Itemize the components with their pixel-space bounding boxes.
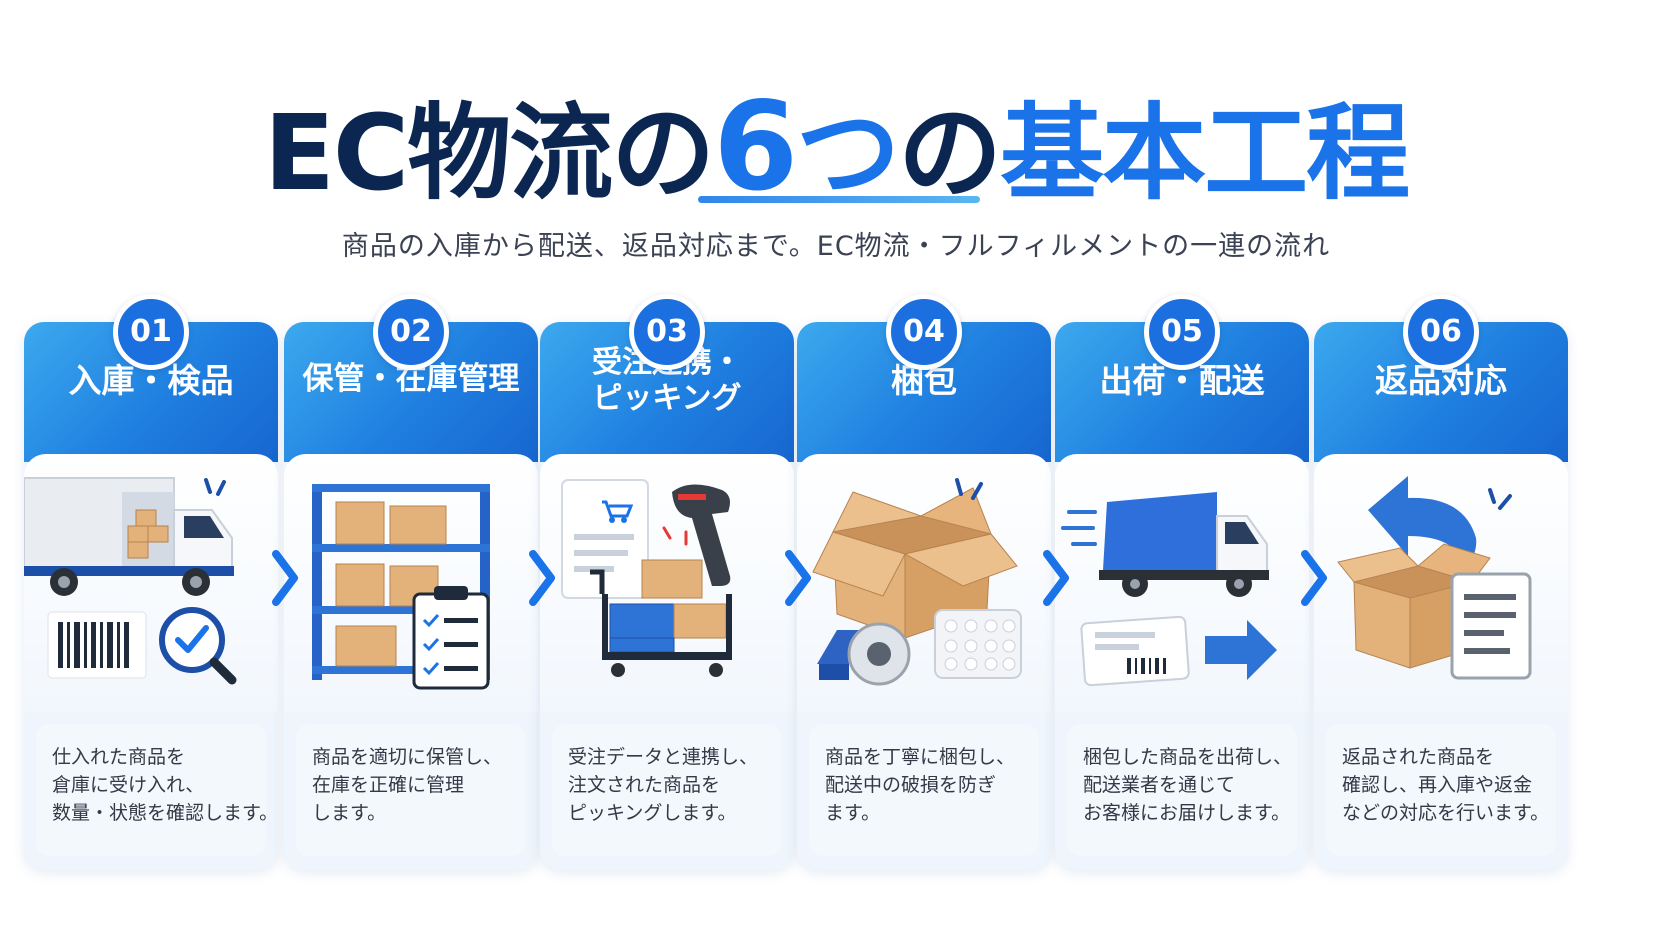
title-underline	[698, 196, 980, 203]
desc-line: 数量・状態を確認します。	[52, 802, 278, 824]
magnifier-check-icon	[159, 607, 237, 685]
desc-line: ます。	[825, 802, 881, 824]
step-card-5: 出荷・配送	[1055, 322, 1309, 870]
step-description-5: 梱包した商品を出荷し、 配送業者を通じて お客様にお届けします。	[1067, 724, 1297, 856]
desc-line: 商品を適切に保管し、	[312, 746, 503, 768]
chevron-right-icon	[272, 550, 298, 606]
page-title: EC物流の6つの基本工程	[0, 86, 1672, 208]
desc-line: 確認し、再入庫や返金	[1342, 774, 1533, 796]
title-part4: 基本工程	[1000, 92, 1410, 214]
barcode-icon	[47, 611, 147, 679]
bubble-wrap-icon	[934, 609, 1022, 679]
picking-cart-icon	[590, 559, 732, 677]
clipboard-checklist-icon	[412, 586, 490, 690]
step-illustration-3	[540, 454, 794, 712]
open-box-icon	[812, 478, 1018, 639]
desc-line: 商品を丁寧に梱包し、	[825, 746, 1016, 768]
title-part2: つ	[796, 92, 900, 214]
step-number-badge-4: 04	[886, 294, 962, 370]
desc-line: などの対応を行います。	[1342, 802, 1550, 824]
step-number-badge-5: 05	[1144, 294, 1220, 370]
blue-truck-icon	[1061, 492, 1269, 597]
step-description-6: 返品された商品を 確認し、再入庫や返金 などの対応を行います。	[1326, 724, 1556, 856]
step-card-2: 保管・在庫管理	[284, 322, 538, 870]
return-arrow-icon	[1368, 476, 1512, 570]
step-description-1: 仕入れた商品を 倉庫に受け入れ、 数量・状態を確認します。	[36, 724, 278, 856]
title-part3: の	[898, 92, 1002, 214]
step-header-4: 梱包	[797, 322, 1051, 462]
order-document-icon	[561, 479, 649, 599]
title-number: 6	[713, 76, 798, 218]
step-card-1: 入庫・検品	[24, 322, 278, 870]
desc-line: 配送中の破損を防ぎ	[825, 774, 997, 796]
step-number-badge-6: 06	[1403, 294, 1479, 370]
step-illustration-6	[1314, 454, 1568, 712]
barcode-scanner-icon	[662, 484, 731, 586]
step-illustration-1	[24, 454, 278, 712]
step-illustration-2	[284, 454, 538, 712]
step-card-3: 受注連携・ ピッキング	[540, 322, 794, 870]
desc-line: 梱包した商品を出荷し、	[1083, 746, 1293, 768]
desc-line: お客様にお届けします。	[1083, 802, 1291, 824]
step-illustration-4	[797, 454, 1051, 712]
step-illustration-5	[1055, 454, 1309, 712]
page-subtitle: 商品の入庫から配送、返品対応まで。EC物流・フルフィルメントの一連の流れ	[341, 231, 1331, 262]
desc-line: 仕入れた商品を	[52, 746, 186, 768]
step-card-4: 梱包	[797, 322, 1051, 870]
tape-dispenser-icon	[817, 622, 911, 686]
desc-line: します。	[312, 802, 387, 824]
step-description-3: 受注データと連携し、 注文された商品を ピッキングします。	[552, 724, 782, 856]
step-number-badge-1: 01	[113, 294, 189, 370]
desc-line: 注文された商品を	[568, 774, 721, 796]
step-number-badge-3: 03	[629, 294, 705, 370]
title-part1: EC物流の	[263, 92, 715, 214]
chevron-right-icon	[785, 550, 811, 606]
step-card-6: 返品対応 返品された商品を	[1314, 322, 1568, 870]
step-number-badge-2: 02	[373, 294, 449, 370]
step-description-4: 商品を丁寧に梱包し、 配送中の破損を防ぎ ます。	[809, 724, 1039, 856]
document-icon	[1450, 572, 1532, 680]
step-label-3b: ピッキング	[592, 381, 742, 416]
step-description-2: 商品を適切に保管し、 在庫を正確に管理 します。	[296, 724, 526, 856]
chevron-right-icon	[529, 550, 555, 606]
shipping-label-icon	[1080, 615, 1190, 687]
desc-line: 配送業者を通じて	[1083, 774, 1236, 796]
delivery-truck-icon	[24, 477, 234, 596]
desc-line: 受注データと連携し、	[568, 746, 759, 768]
chevron-right-icon	[1301, 550, 1327, 606]
desc-line: 倉庫に受け入れ、	[52, 774, 205, 796]
desc-line: 返品された商品を	[1342, 746, 1495, 768]
warehouse-shelf-icon	[312, 484, 490, 680]
step-header-3: 受注連携・ ピッキング	[540, 322, 794, 462]
arrow-right-icon	[1205, 620, 1277, 680]
desc-line: ピッキングします。	[568, 802, 737, 824]
chevron-right-icon	[1043, 550, 1069, 606]
desc-line: 在庫を正確に管理	[312, 774, 465, 796]
